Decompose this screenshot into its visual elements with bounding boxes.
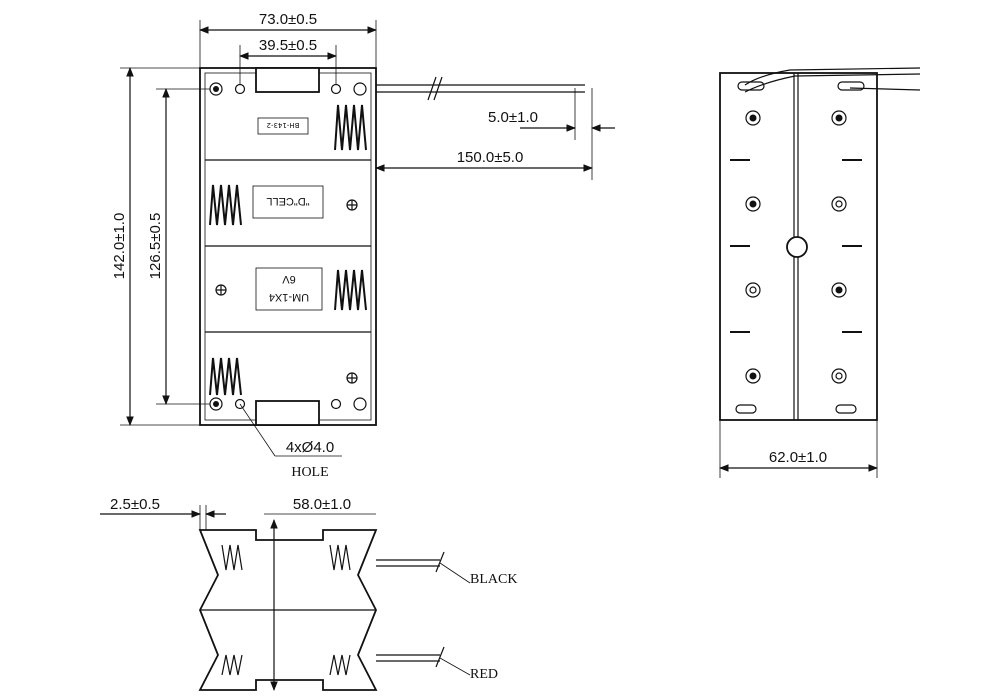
rivets <box>745 110 847 384</box>
dim-holes: 4xØ4.0 <box>286 439 334 456</box>
mount-hole <box>234 83 246 95</box>
dim-height: 58.0±1.0 <box>293 496 351 513</box>
part-number-label: BH-143-2 <box>267 121 300 129</box>
voltage-label: 6V <box>282 273 296 285</box>
plus-symbols <box>215 199 358 384</box>
mount-hole <box>330 83 342 95</box>
spring-contacts <box>209 104 367 396</box>
mount-hole <box>330 398 342 410</box>
dim-wall: 2.5±0.5 <box>110 496 160 513</box>
top-view: BH-143-2 "D"CELL 6V UM-1X4 73.0±0.5 39.5… <box>111 11 615 480</box>
dim-overall-length: 142.0±1.0 <box>111 213 128 280</box>
dim-side-width: 62.0±1.0 <box>769 449 827 466</box>
cell-size-label: "D"CELL <box>266 195 309 207</box>
red-wire-label: RED <box>470 667 498 682</box>
mount-hole <box>234 398 246 410</box>
dim-wire-strip: 5.0±1.0 <box>488 109 538 126</box>
black-wire-label: BLACK <box>470 572 517 587</box>
bottom-tab <box>255 400 320 426</box>
side-view: BLACK RED 2.5±0.5 58.0±1.0 <box>100 496 517 691</box>
hole-label: HOLE <box>291 465 328 480</box>
dim-hole-spacing: 126.5±0.5 <box>147 213 164 280</box>
model-label: UM-1X4 <box>269 291 309 303</box>
dim-wire-length: 150.0±5.0 <box>457 149 524 166</box>
back-view: 62.0±1.0 <box>719 67 921 478</box>
center-hole <box>786 236 808 258</box>
dim-inner-spacing: 39.5±0.5 <box>259 37 317 54</box>
dim-overall-width: 73.0±0.5 <box>259 11 317 28</box>
top-tab <box>255 67 320 93</box>
